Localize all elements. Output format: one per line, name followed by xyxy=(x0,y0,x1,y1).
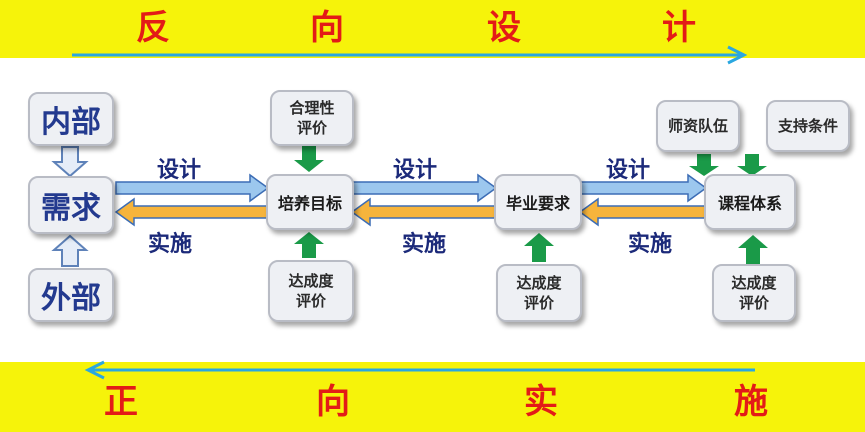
demand-node: 需求 xyxy=(28,176,114,234)
bottom-banner-char: 正 xyxy=(104,382,138,422)
top-banner-char: 反 xyxy=(136,8,170,48)
achievement-evaluation-node: 达成度 评价 xyxy=(712,264,796,322)
external-node: 外部 xyxy=(28,268,114,322)
graduation-requirement-node: 毕业要求 xyxy=(494,174,582,230)
green-arrow-support xyxy=(737,154,767,176)
achievement-evaluation-node: 达成度 评价 xyxy=(268,260,354,322)
top-banner-char: 设 xyxy=(487,8,521,48)
implement-arrow-1 xyxy=(114,197,269,227)
bottom-banner-char: 施 xyxy=(734,382,768,422)
green-arrow-achievement-2 xyxy=(524,233,554,262)
rationality-evaluation-node: 合理性 评价 xyxy=(270,90,354,146)
bottom-banner xyxy=(0,362,865,432)
top-banner-char: 向 xyxy=(310,8,344,48)
design-arrow-1 xyxy=(115,173,270,203)
support-conditions-node: 支持条件 xyxy=(766,100,850,152)
design-label: 设计 xyxy=(606,158,651,183)
design-label: 设计 xyxy=(157,158,202,183)
external-up-arrow xyxy=(51,234,89,267)
bottom-banner-char: 向 xyxy=(316,382,350,422)
top-banner xyxy=(0,0,865,58)
implement-label: 实施 xyxy=(628,232,673,257)
design-arrow-2 xyxy=(351,173,498,203)
green-arrow-achievement-1 xyxy=(294,232,324,258)
faculty-node: 师资队伍 xyxy=(656,100,740,152)
green-arrow-achievement-3 xyxy=(738,235,768,264)
implement-label: 实施 xyxy=(402,232,447,257)
top-banner-char: 计 xyxy=(662,8,696,48)
bottom-banner-char: 实 xyxy=(524,382,558,422)
curriculum-node: 课程体系 xyxy=(704,174,796,230)
internal-down-arrow xyxy=(51,146,89,178)
internal-node: 内部 xyxy=(28,92,114,146)
reverse-design-line xyxy=(72,45,748,65)
implement-arrow-3 xyxy=(578,197,707,227)
training-goal-node: 培养目标 xyxy=(266,174,354,230)
implement-label: 实施 xyxy=(148,232,193,257)
green-arrow-faculty xyxy=(689,154,719,176)
forward-implement-line xyxy=(84,360,755,380)
green-arrow-rationality xyxy=(294,146,324,172)
achievement-evaluation-node: 达成度 评价 xyxy=(496,264,582,322)
implement-arrow-2 xyxy=(350,197,497,227)
design-arrow-3 xyxy=(579,173,708,203)
design-label: 设计 xyxy=(393,158,438,183)
